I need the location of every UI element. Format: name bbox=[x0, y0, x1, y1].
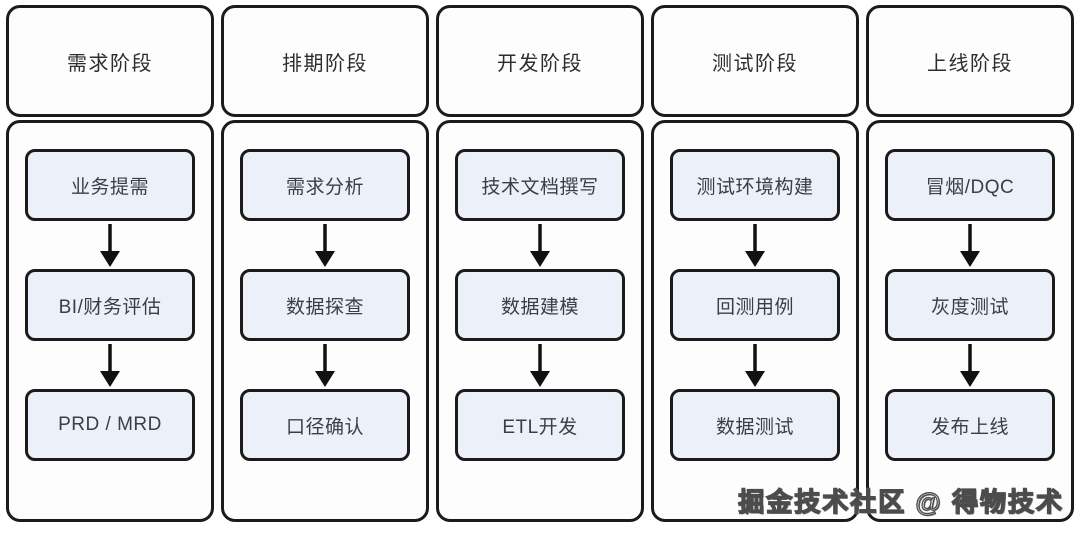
phase-column-launch: 上线阶段 冒烟/DQC 灰度测试 发布上线 bbox=[866, 5, 1074, 522]
phase-header: 测试阶段 bbox=[651, 5, 859, 117]
step-label: 数据测试 bbox=[715, 416, 794, 438]
phase-body: 冒烟/DQC 灰度测试 发布上线 bbox=[866, 120, 1074, 522]
step-label: 回测用例 bbox=[715, 296, 794, 318]
step-label: ETL开发 bbox=[502, 416, 578, 438]
phase-header-label: 上线阶段 bbox=[927, 52, 1013, 75]
phase-body: 技术文档撰写 数据建模 ETL开发 bbox=[436, 120, 644, 522]
down-arrow-icon bbox=[527, 341, 553, 389]
down-arrow-icon bbox=[97, 221, 123, 269]
step-label: 需求分析 bbox=[285, 176, 364, 198]
step-box: 数据建模 bbox=[455, 269, 625, 341]
step-label: 数据探查 bbox=[285, 296, 364, 318]
phase-header: 需求阶段 bbox=[6, 5, 214, 117]
step-box: 口径确认 bbox=[240, 389, 410, 461]
step-box: 回测用例 bbox=[670, 269, 840, 341]
phase-header: 上线阶段 bbox=[866, 5, 1074, 117]
step-label: 业务提需 bbox=[70, 176, 149, 198]
step-label: PRD / MRD bbox=[58, 414, 162, 435]
step-label: 口径确认 bbox=[285, 416, 364, 438]
step-box: 冒烟/DQC bbox=[885, 149, 1055, 221]
step-label: 技术文档撰写 bbox=[481, 176, 599, 198]
phase-columns: 需求阶段 业务提需 BI/财务评估 PRD / MRD bbox=[6, 5, 1074, 522]
step-box: BI/财务评估 bbox=[25, 269, 195, 341]
phase-body: 业务提需 BI/财务评估 PRD / MRD bbox=[6, 120, 214, 522]
down-arrow-icon bbox=[957, 341, 983, 389]
phase-header-label: 开发阶段 bbox=[497, 52, 583, 75]
step-box: 发布上线 bbox=[885, 389, 1055, 461]
phase-column-scheduling: 排期阶段 需求分析 数据探查 口径确认 bbox=[221, 5, 429, 522]
phase-header-label: 排期阶段 bbox=[282, 52, 368, 75]
phase-header: 排期阶段 bbox=[221, 5, 429, 117]
phase-body: 测试环境构建 回测用例 数据测试 bbox=[651, 120, 859, 522]
down-arrow-icon bbox=[742, 341, 768, 389]
down-arrow-icon bbox=[742, 221, 768, 269]
step-box: PRD / MRD bbox=[25, 389, 195, 461]
phase-column-requirements: 需求阶段 业务提需 BI/财务评估 PRD / MRD bbox=[6, 5, 214, 522]
phase-header-label: 测试阶段 bbox=[712, 52, 798, 75]
phase-header: 开发阶段 bbox=[436, 5, 644, 117]
down-arrow-icon bbox=[312, 341, 338, 389]
step-box: 数据探查 bbox=[240, 269, 410, 341]
step-label: 灰度测试 bbox=[930, 296, 1009, 318]
down-arrow-icon bbox=[97, 341, 123, 389]
down-arrow-icon bbox=[527, 221, 553, 269]
down-arrow-icon bbox=[312, 221, 338, 269]
phase-column-testing: 测试阶段 测试环境构建 回测用例 数据测试 bbox=[651, 5, 859, 522]
step-label: 冒烟/DQC bbox=[925, 176, 1015, 198]
step-label: BI/财务评估 bbox=[58, 296, 162, 318]
step-label: 数据建模 bbox=[500, 296, 579, 318]
step-box: 业务提需 bbox=[25, 149, 195, 221]
step-box: 数据测试 bbox=[670, 389, 840, 461]
watermark-text: 掘金技术社区 @ 得物技术 bbox=[738, 486, 1064, 517]
phase-column-development: 开发阶段 技术文档撰写 数据建模 ETL开发 bbox=[436, 5, 644, 522]
step-box: ETL开发 bbox=[455, 389, 625, 461]
step-label: 发布上线 bbox=[930, 416, 1009, 438]
step-box: 灰度测试 bbox=[885, 269, 1055, 341]
down-arrow-icon bbox=[957, 221, 983, 269]
phase-body: 需求分析 数据探查 口径确认 bbox=[221, 120, 429, 522]
phase-header-label: 需求阶段 bbox=[67, 52, 153, 75]
step-box: 测试环境构建 bbox=[670, 149, 840, 221]
step-box: 技术文档撰写 bbox=[455, 149, 625, 221]
step-box: 需求分析 bbox=[240, 149, 410, 221]
step-label: 测试环境构建 bbox=[696, 176, 814, 198]
